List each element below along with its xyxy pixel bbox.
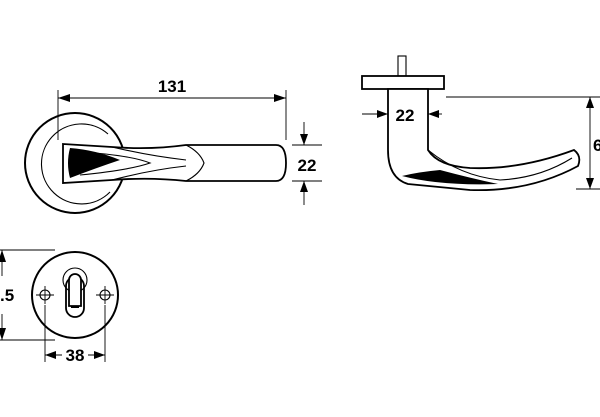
escutcheon-circle bbox=[31, 251, 119, 339]
lever-body bbox=[62, 143, 287, 184]
dim-22h-arrow-left bbox=[377, 110, 388, 118]
screw-right-icon bbox=[96, 286, 114, 304]
lever-side-shading bbox=[402, 170, 498, 185]
lever-shading-left bbox=[68, 148, 120, 178]
lever-side-body bbox=[387, 88, 581, 192]
escutcheon-view: .5 38 bbox=[0, 249, 119, 365]
spindle bbox=[397, 55, 407, 77]
dim-131-arrow-right bbox=[274, 94, 286, 102]
dim-38-arrow-left bbox=[45, 351, 56, 359]
top-view-lever: 131 22 bbox=[24, 77, 322, 214]
lever-contour-left bbox=[79, 151, 152, 176]
lever-side-contour bbox=[427, 149, 573, 181]
lever-contour-right bbox=[185, 144, 205, 182]
dim-22v-arrow-top bbox=[300, 134, 308, 145]
dim-38-label: 38 bbox=[66, 346, 85, 365]
lever-contour-mid-bottom bbox=[111, 165, 187, 181]
dim-22h-label: 22 bbox=[396, 106, 415, 125]
lever-contour-mid-top bbox=[111, 146, 187, 161]
rose-inner-circle bbox=[40, 123, 111, 205]
dim-5-arrow-top bbox=[0, 250, 6, 262]
dim-22v-arrow-bottom bbox=[300, 181, 308, 192]
screw-left-icon bbox=[36, 286, 54, 304]
dim-22h-arrow-right bbox=[428, 110, 439, 118]
side-view-lever: 22 6 bbox=[361, 55, 600, 192]
dim-6-label: 6 bbox=[593, 136, 600, 155]
dim-131-arrow-left bbox=[58, 94, 70, 102]
dim-131-label: 131 bbox=[158, 77, 186, 96]
dim-22v-label: 22 bbox=[298, 156, 317, 175]
dim-6-arrow-bottom bbox=[586, 178, 594, 189]
rose-plate bbox=[361, 75, 445, 90]
dim-38-label-bg bbox=[62, 346, 88, 364]
dim-38-arrow-right bbox=[94, 351, 105, 359]
dim-5-arrow-bottom bbox=[0, 328, 6, 340]
dim-6-arrow-top bbox=[586, 97, 594, 108]
keyhole-inner bbox=[68, 273, 82, 307]
dim-5-label: .5 bbox=[0, 286, 14, 305]
